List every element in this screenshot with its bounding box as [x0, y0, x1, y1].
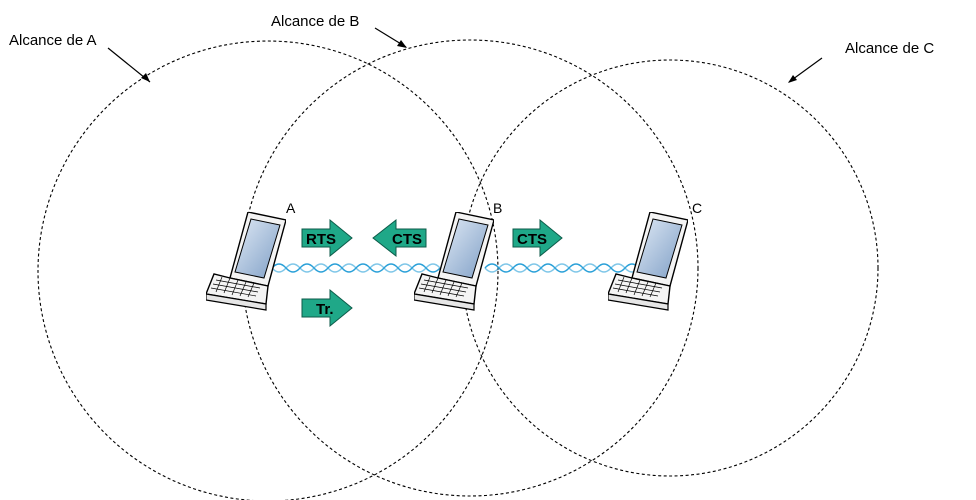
laptop-b-icon — [414, 212, 494, 311]
laptop-c-icon — [608, 212, 688, 311]
range-pointer-a-head — [141, 73, 150, 82]
rts-arrow: RTS — [301, 218, 353, 258]
node-label-b: B — [493, 200, 502, 216]
range-pointer-b-head — [397, 40, 407, 48]
laptop-a-icon — [206, 212, 286, 311]
cts-arrow-right: CTS — [512, 218, 563, 258]
transmission-arrow: Tr. — [301, 288, 353, 328]
range-circle-a — [37, 40, 499, 500]
wireless-link-ab — [271, 263, 441, 273]
svg-text:CTS: CTS — [517, 231, 547, 248]
range-pointer-c-head — [788, 75, 797, 83]
cts-arrow-left: CTS — [372, 218, 427, 258]
svg-text:RTS: RTS — [306, 231, 336, 248]
svg-text:Tr.: Tr. — [316, 301, 334, 318]
svg-text:CTS: CTS — [392, 231, 422, 248]
range-label-a: Alcance de A — [9, 32, 97, 49]
node-label-a: A — [286, 200, 296, 216]
node-label-c: C — [692, 200, 702, 216]
range-label-c: Alcance de C — [845, 40, 934, 57]
range-circle-c — [461, 59, 879, 477]
range-label-b: Alcance de B — [271, 13, 359, 30]
